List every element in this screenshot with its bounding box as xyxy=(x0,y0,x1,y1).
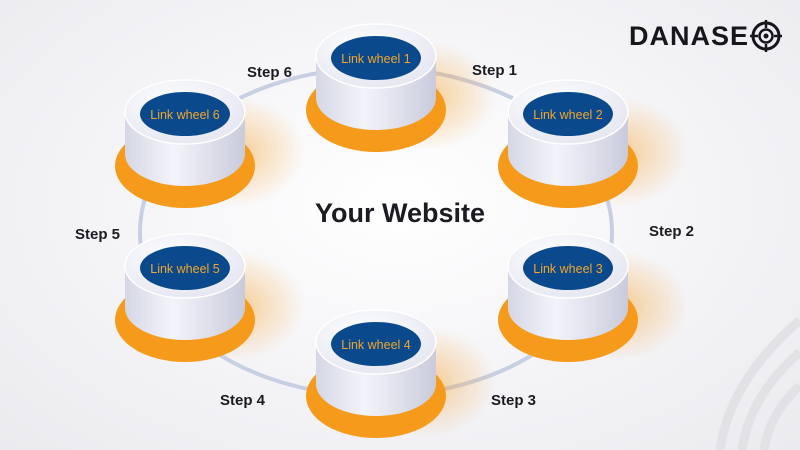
link-wheel-node-1: Link wheel 1 xyxy=(306,23,496,152)
link-wheel-node-4: Link wheel 4 xyxy=(306,309,496,438)
node-label-disc xyxy=(331,322,421,366)
step-label-5: Step 5 xyxy=(75,226,121,243)
step-label-1: Step 1 xyxy=(472,62,518,79)
danaseo-logo: DANASE xyxy=(629,20,782,52)
node-label: Link wheel 2 xyxy=(533,108,603,122)
step-label-3: Step 3 xyxy=(491,392,537,409)
link-wheel-node-3: Link wheel 3 xyxy=(498,233,688,362)
node-label: Link wheel 6 xyxy=(150,108,220,122)
node-label: Link wheel 4 xyxy=(341,338,411,352)
decorative-stripes xyxy=(715,316,800,450)
step-label-2: Step 2 xyxy=(649,223,695,240)
link-wheel-node-6: Link wheel 6 xyxy=(115,79,305,208)
center-title: Your Website xyxy=(314,198,486,228)
crosshair-target-icon xyxy=(750,20,782,52)
node-label-disc xyxy=(140,246,230,290)
node-label-disc xyxy=(140,92,230,136)
link-wheel-node-5: Link wheel 5 xyxy=(115,233,305,362)
node-label-disc xyxy=(523,246,613,290)
node-label: Link wheel 1 xyxy=(341,52,411,66)
node-label-disc xyxy=(331,36,421,80)
node-label: Link wheel 5 xyxy=(150,262,220,276)
step-label-4: Step 4 xyxy=(220,392,266,409)
node-label: Link wheel 3 xyxy=(533,262,603,276)
node-label-disc xyxy=(523,92,613,136)
step-label-6: Step 6 xyxy=(247,64,293,81)
logo-text: DANASE xyxy=(628,21,749,51)
link-wheel-node-2: Link wheel 2 xyxy=(498,79,688,208)
